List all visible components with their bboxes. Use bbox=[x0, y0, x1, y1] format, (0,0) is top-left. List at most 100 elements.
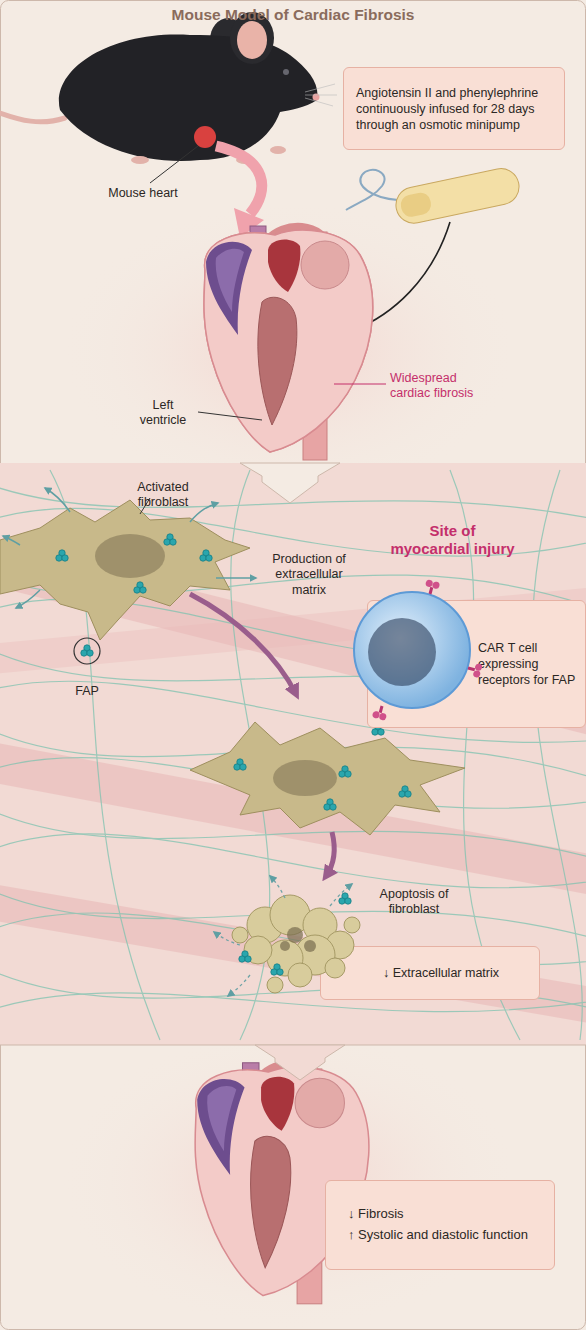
apoptotic-fibroblast bbox=[280, 927, 316, 952]
box-text: Angiotensin II and phenylephrine continu… bbox=[356, 85, 552, 133]
mouse-heart-marker bbox=[150, 146, 198, 183]
normal-heart bbox=[197, 1077, 344, 1268]
apoptotic-fibroblast bbox=[325, 958, 345, 978]
apoptotic-fibroblast bbox=[326, 931, 354, 959]
mouse bbox=[313, 94, 320, 101]
matrix-production-arrows bbox=[216, 577, 256, 579]
pink-flow-arrow bbox=[216, 146, 262, 214]
progression-arrow bbox=[326, 832, 334, 876]
targeted-fibroblast bbox=[339, 766, 351, 777]
extracellular-matrix-fibers bbox=[0, 890, 586, 940]
apoptotic-fibroblast bbox=[344, 917, 360, 933]
osmotic-minipump bbox=[346, 170, 398, 210]
apoptotic-fibroblast bbox=[228, 975, 250, 996]
progression-arrow bbox=[190, 594, 296, 694]
diagram-title: Mouse Model of Cardiac Fibrosis bbox=[0, 6, 586, 24]
matrix-production-arrows bbox=[16, 590, 40, 608]
apoptotic-fibroblast bbox=[303, 908, 337, 942]
car-t-cell bbox=[368, 618, 436, 686]
apoptotic-fibroblast bbox=[304, 940, 316, 952]
activated-fibroblast bbox=[95, 534, 165, 578]
mouse bbox=[305, 84, 337, 106]
apoptotic-fibroblast bbox=[267, 977, 283, 993]
targeted-fibroblast bbox=[399, 786, 411, 797]
targeted-fibroblast bbox=[273, 760, 337, 796]
mouse bbox=[237, 21, 267, 59]
apoptotic-fibroblast bbox=[339, 893, 351, 904]
targeted-fibroblast bbox=[324, 799, 336, 810]
matrix-production-arrows bbox=[45, 488, 70, 512]
annotation-label: Left ventricle bbox=[128, 398, 198, 429]
mouse bbox=[0, 113, 65, 122]
activated-fibroblast bbox=[81, 645, 93, 656]
activated-fibroblast bbox=[164, 534, 176, 545]
result-box: ↓ Extracellular matrix bbox=[320, 946, 540, 1000]
car-t-cell bbox=[423, 579, 440, 596]
apoptotic-fibroblast bbox=[288, 963, 312, 987]
annotation-label: Production of extracellular matrix bbox=[260, 552, 358, 598]
fibrotic-heart bbox=[206, 240, 349, 425]
mouse-heart-marker bbox=[150, 126, 216, 183]
box-text: ↑ Systolic and diastolic function bbox=[348, 1227, 536, 1244]
apoptotic-fibroblast bbox=[287, 927, 303, 943]
matrix-production-arrows bbox=[190, 503, 218, 522]
fap-callout bbox=[74, 638, 100, 664]
annotation-label: Widespread cardiac fibrosis bbox=[390, 371, 500, 402]
apoptotic-fibroblast bbox=[267, 940, 303, 976]
targeted-fibroblast bbox=[190, 722, 465, 835]
mouse bbox=[59, 35, 318, 161]
apoptotic-fibroblast bbox=[232, 895, 360, 993]
annotation-label: FAP bbox=[70, 684, 104, 699]
apoptotic-fibroblast bbox=[239, 951, 251, 962]
apoptotic-fibroblast bbox=[232, 927, 248, 943]
fibrotic-heart bbox=[204, 226, 373, 460]
apoptotic-fibroblast bbox=[214, 876, 352, 996]
apoptotic-fibroblast bbox=[214, 876, 360, 996]
apoptotic-fibroblast bbox=[330, 884, 352, 906]
mouse bbox=[283, 69, 289, 75]
apoptotic-fibroblast bbox=[271, 964, 283, 975]
apoptotic-fibroblast bbox=[244, 936, 272, 964]
tissue-panel bbox=[240, 463, 340, 503]
apoptotic-fibroblast bbox=[280, 941, 290, 951]
apoptotic-fibroblast bbox=[247, 907, 283, 943]
leader-line bbox=[334, 384, 386, 385]
annotation-label: Site of myocardial injury bbox=[390, 522, 515, 559]
progression-arrow bbox=[326, 832, 334, 876]
box-text: ↓ Extracellular matrix bbox=[383, 965, 531, 981]
osmotic-minipump bbox=[346, 165, 522, 226]
page-frame bbox=[60, 200, 520, 500]
pink-flow-arrow bbox=[216, 146, 264, 238]
apoptotic-fibroblast bbox=[214, 932, 240, 945]
fap-callout bbox=[74, 638, 100, 664]
matrix-production-arrows bbox=[3, 536, 20, 545]
apoptotic-fibroblast bbox=[295, 935, 335, 975]
annotation-label: Mouse heart bbox=[108, 186, 178, 201]
matrix-production-arrows bbox=[3, 488, 256, 608]
leader-line bbox=[198, 412, 262, 420]
tissue-panel bbox=[0, 463, 586, 1045]
outcome-box: ↓ Fibrosis ↑ Systolic and diastolic funct… bbox=[325, 1180, 555, 1270]
osmotic-minipump bbox=[393, 165, 523, 226]
activated-fibroblast bbox=[0, 500, 250, 640]
apoptotic-fibroblast bbox=[270, 876, 285, 898]
targeted-fibroblast bbox=[234, 759, 246, 770]
activated-fibroblast bbox=[134, 582, 146, 593]
box-text: CAR T cell expressing receptors for FAP bbox=[478, 640, 577, 688]
activated-fibroblast bbox=[0, 500, 250, 656]
box-text: ↓ Fibrosis bbox=[348, 1206, 536, 1223]
mouse bbox=[0, 12, 337, 164]
targeted-fibroblast bbox=[190, 722, 465, 835]
fibrotic-heart bbox=[204, 230, 373, 452]
treatment-box: Angiotensin II and phenylephrine continu… bbox=[343, 67, 565, 150]
apoptotic-fibroblast bbox=[270, 895, 310, 935]
extracellular-matrix-fibers bbox=[0, 470, 586, 1040]
panel-divider bbox=[255, 1045, 345, 1080]
mouse bbox=[131, 156, 149, 164]
car-t-cell bbox=[372, 704, 389, 721]
car-t-cell-box: CAR T cell expressing receptors for FAP bbox=[367, 600, 586, 728]
mouse bbox=[270, 146, 286, 154]
